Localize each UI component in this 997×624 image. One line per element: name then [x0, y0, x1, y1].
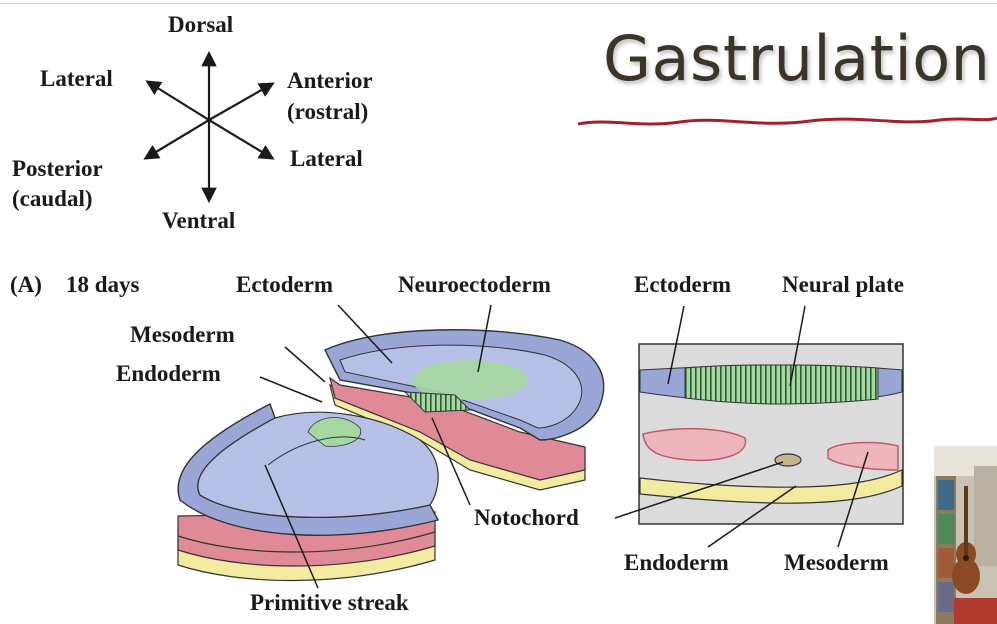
anterior-sub-label: (rostral) [287, 99, 369, 124]
webcam-thumbnail [934, 446, 997, 624]
left-leader-lines [259, 304, 492, 589]
ventral-label: Ventral [162, 208, 236, 233]
slide-title: Gastrulation [603, 22, 991, 95]
primitive-streak-label: Primitive streak [250, 590, 409, 615]
lateral-right-label: Lateral [290, 146, 363, 171]
endoderm-label-right: Endoderm [624, 550, 729, 575]
top-divider [0, 3, 997, 4]
endoderm-label-left: Endoderm [116, 361, 221, 386]
ectoderm-label-left: Ectoderm [236, 272, 334, 297]
anterior-label: Anterior [287, 68, 373, 93]
neuroectoderm-label: Neuroectoderm [398, 272, 551, 297]
lateral-left-label: Lateral [40, 66, 113, 91]
cross-section [638, 343, 904, 525]
embryo-back-half [324, 329, 605, 491]
right-leader-lines [614, 305, 869, 548]
notochord-label: Notochord [474, 505, 579, 530]
title-underline [577, 116, 997, 126]
posterior-sub-label: (caudal) [12, 186, 93, 211]
ectoderm-label-right: Ectoderm [634, 272, 732, 297]
mesoderm-label-left: Mesoderm [130, 322, 235, 347]
embryo-front-half [177, 403, 440, 582]
mesoderm-label-right: Mesoderm [784, 550, 889, 575]
panel-letter: (A) [10, 272, 42, 297]
neural-plate-label: Neural plate [782, 272, 905, 297]
dorsal-label: Dorsal [168, 12, 234, 37]
posterior-label: Posterior [12, 156, 103, 181]
orientation-compass [143, 50, 275, 204]
panel-stage: 18 days [66, 272, 140, 297]
